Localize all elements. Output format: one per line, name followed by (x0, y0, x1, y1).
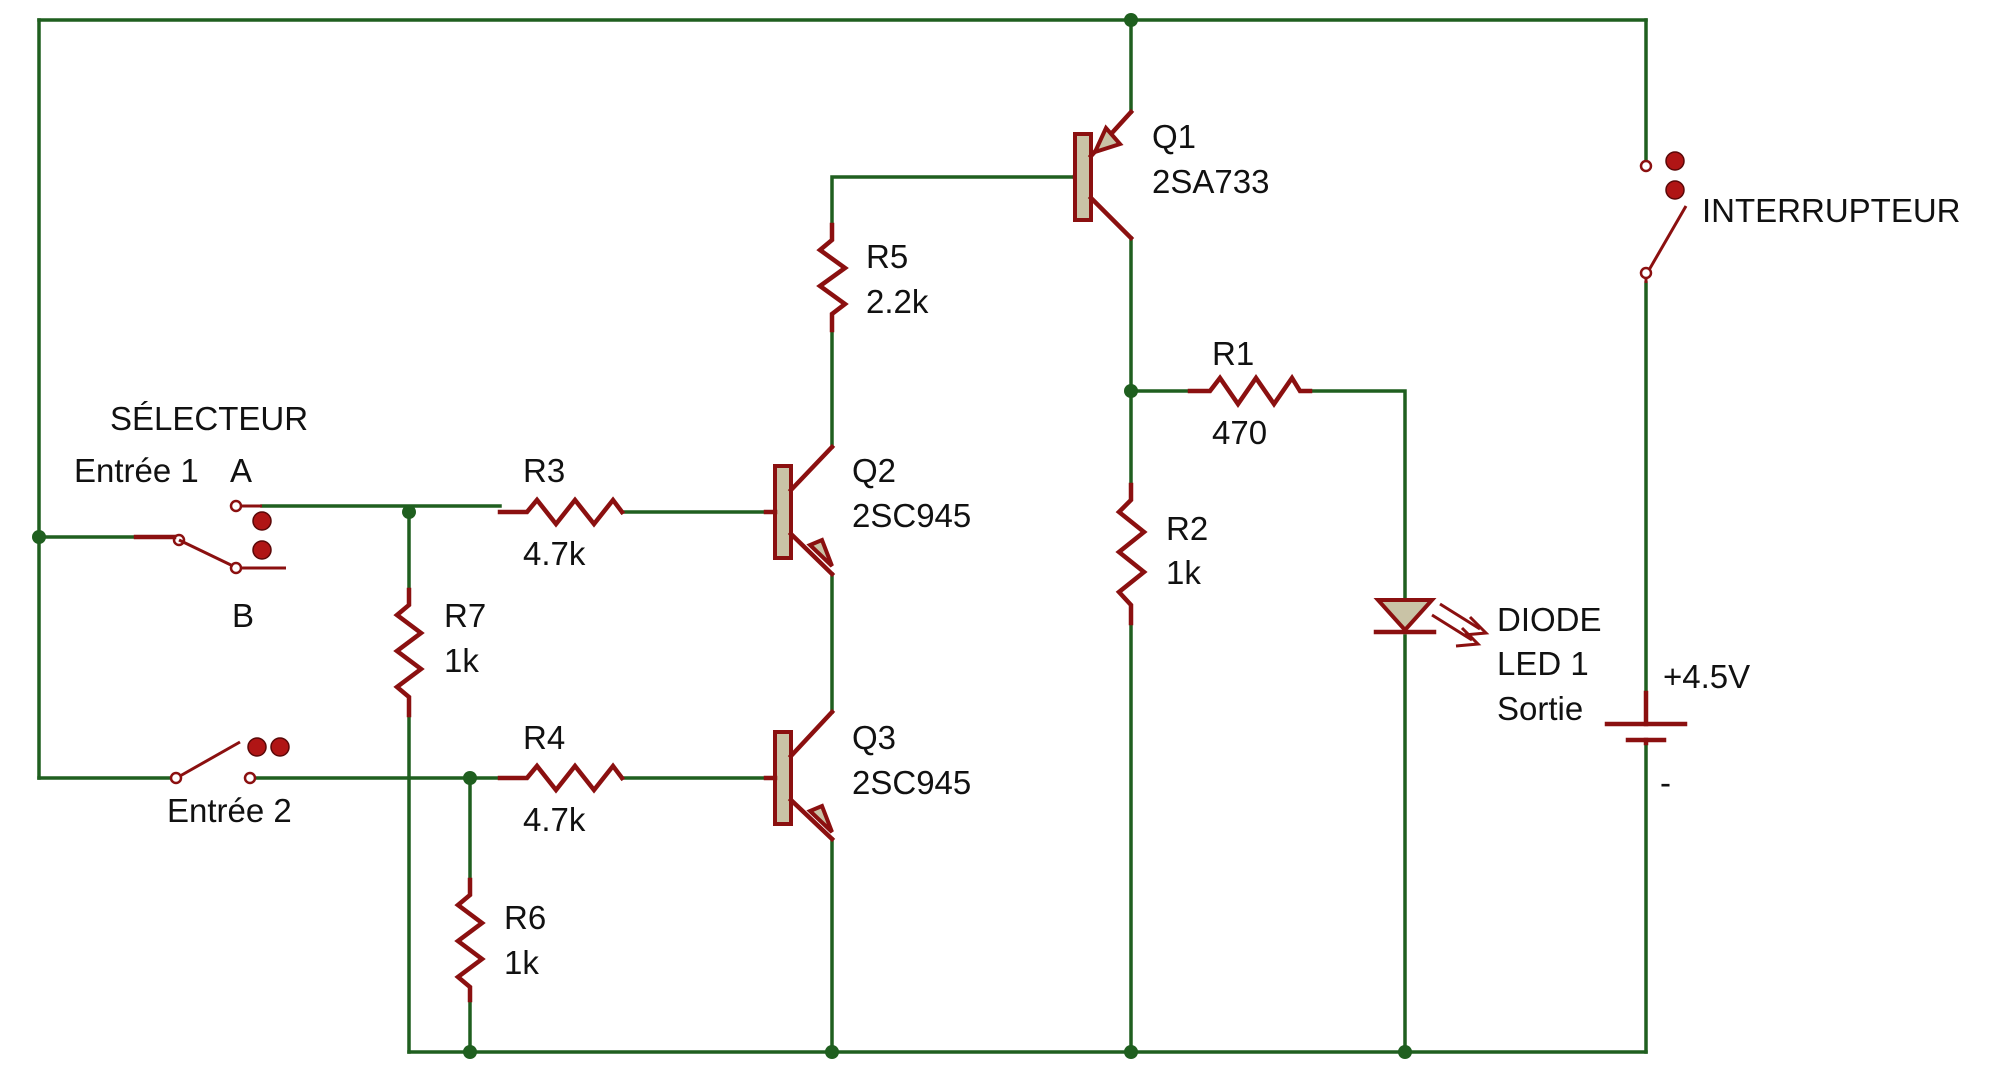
resistor-r3 (497, 496, 626, 528)
r5-ref: R5 (866, 238, 908, 275)
r4-value: 4.7k (523, 801, 586, 838)
battery-neg-label: - (1660, 764, 1671, 801)
junction-r3-r7 (402, 505, 416, 519)
q3-ref: Q3 (852, 719, 896, 756)
r2-value: 1k (1166, 554, 1201, 591)
q3-value: 2SC945 (852, 764, 971, 801)
led-label-line3: Sortie (1497, 690, 1583, 727)
junction-bottom-r6 (463, 1045, 477, 1059)
junctions (32, 13, 1412, 1059)
junction-bottom-q3 (825, 1045, 839, 1059)
r1-ref: R1 (1212, 335, 1254, 372)
r7-value: 1k (444, 642, 479, 679)
r2-ref: R2 (1166, 510, 1208, 547)
r5-value: 2.2k (866, 283, 929, 320)
resistor-r6 (454, 877, 486, 1003)
r6-value: 1k (504, 944, 539, 981)
led-label-line2: LED 1 (1497, 645, 1589, 682)
pos-b-label: B (232, 597, 254, 634)
junction-r1-r2 (1124, 384, 1138, 398)
selector-switch (133, 499, 286, 575)
q1-value: 2SA733 (1152, 163, 1269, 200)
resistor-r1 (1187, 373, 1313, 408)
battery (1604, 690, 1688, 746)
input2-switch (169, 737, 290, 785)
pos-a-label: A (230, 452, 252, 489)
r3-ref: R3 (523, 452, 565, 489)
transistor-q3 (763, 708, 836, 843)
r6-ref: R6 (504, 899, 546, 936)
input2-label: Entrée 2 (167, 792, 292, 829)
resistor-r4 (497, 762, 626, 794)
selector-title: SÉLECTEUR (110, 400, 308, 437)
wires (37, 18, 1648, 1054)
switch-label: INTERRUPTEUR (1702, 192, 1961, 229)
resistor-r2 (1115, 482, 1148, 626)
transistor-q1 (1072, 108, 1135, 242)
wire-q1-base (830, 175, 1077, 227)
junction-top-q1 (1124, 13, 1138, 27)
r4-ref: R4 (523, 719, 565, 756)
main-switch (1639, 151, 1688, 283)
q2-ref: Q2 (852, 452, 896, 489)
led-label-line1: DIODE (1497, 601, 1602, 638)
battery-pos-label: +4.5V (1663, 658, 1750, 695)
resistor-r7 (393, 587, 425, 718)
r1-value: 470 (1212, 414, 1267, 451)
q1-ref: Q1 (1152, 118, 1196, 155)
junction-selector-common (32, 530, 46, 544)
r7-ref: R7 (444, 597, 486, 634)
wire-r1-right (1308, 389, 1407, 599)
junction-r4-r6 (463, 771, 477, 785)
junction-bottom-led (1398, 1045, 1412, 1059)
transistor-q2 (763, 443, 836, 578)
junction-bottom-r2 (1124, 1045, 1138, 1059)
input1-label: Entrée 1 (74, 452, 199, 489)
q2-value: 2SC945 (852, 497, 971, 534)
led-diode (1373, 598, 1490, 648)
resistor-r5 (816, 222, 849, 333)
r3-value: 4.7k (523, 535, 586, 572)
